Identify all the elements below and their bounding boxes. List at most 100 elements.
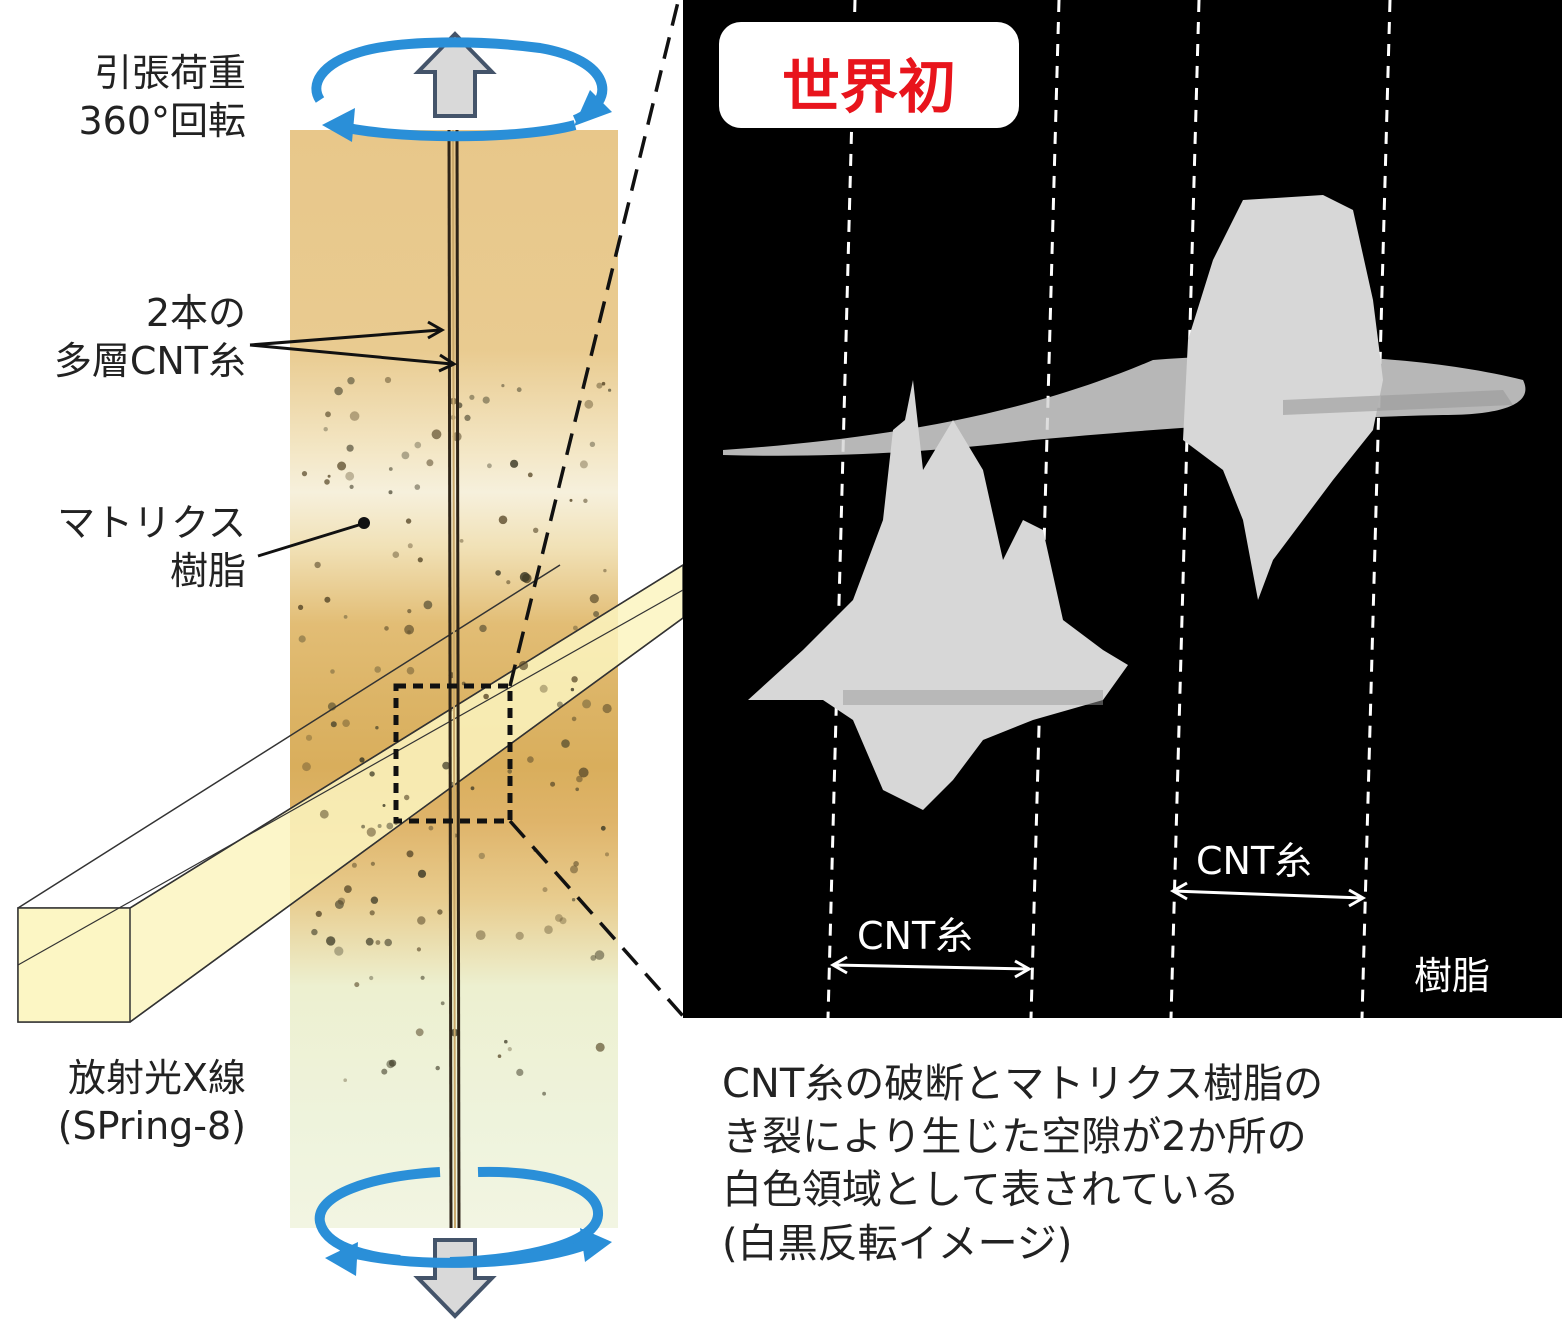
particle	[337, 461, 347, 471]
particle	[344, 885, 352, 893]
yarn-pointer	[249, 320, 458, 373]
xray-beam	[17, 563, 684, 1023]
caption-line4: (白黒反転イメージ)	[722, 1220, 1073, 1267]
particle	[324, 479, 330, 485]
particle	[516, 387, 522, 393]
badge-text: 世界初	[781, 53, 956, 121]
xray-line2: (SPring-8)	[57, 1103, 246, 1148]
load-arrow-icon	[413, 31, 497, 118]
particle	[305, 734, 313, 741]
particle	[325, 411, 331, 418]
particle	[509, 459, 519, 468]
particle	[406, 850, 414, 858]
particle	[506, 580, 511, 585]
particle	[302, 762, 311, 772]
particle	[343, 1078, 348, 1082]
particle	[319, 809, 329, 819]
particle	[345, 471, 355, 481]
yarn-label: 2本の 多層CNT糸	[54, 290, 246, 385]
particle	[589, 594, 599, 604]
particle	[559, 917, 567, 925]
particle	[589, 441, 596, 447]
particle	[428, 825, 434, 831]
particle	[417, 869, 427, 878]
particle	[349, 411, 360, 421]
particle	[298, 604, 304, 611]
particle	[479, 624, 487, 633]
particle	[415, 1028, 424, 1037]
particle	[475, 930, 486, 940]
particle	[423, 600, 433, 610]
particle	[571, 898, 576, 902]
particle	[346, 444, 354, 452]
resin-particles	[298, 376, 612, 1096]
particle	[365, 937, 374, 946]
particle	[407, 543, 413, 549]
particle	[382, 804, 386, 807]
particle	[417, 557, 423, 563]
crack-region	[723, 195, 1526, 810]
inspection-box	[393, 683, 513, 824]
rotation-arrow-icon	[311, 37, 612, 142]
particle	[507, 1047, 512, 1052]
load-line2: 360°回転	[78, 98, 246, 143]
resin-label: 樹脂	[1414, 954, 1491, 998]
particle	[354, 982, 360, 988]
particle	[374, 666, 382, 673]
particle	[575, 787, 579, 792]
crack-shadow	[843, 390, 1513, 705]
particle	[334, 386, 343, 396]
particle	[595, 1042, 605, 1052]
yarn-line1: 2本の	[145, 291, 246, 335]
load-arrow-icon	[413, 1238, 497, 1319]
particle	[370, 896, 379, 904]
particle	[478, 852, 485, 860]
particle	[527, 472, 533, 478]
particle	[569, 498, 573, 502]
particle	[527, 756, 534, 763]
particle	[366, 827, 376, 837]
particle	[406, 666, 415, 675]
cnt-yarn-label-right: CNT糸	[1196, 839, 1313, 883]
particle	[501, 384, 505, 388]
load-label: 引張荷重 360°回転	[78, 50, 246, 145]
particle	[573, 625, 578, 631]
particle	[539, 684, 548, 693]
particle	[381, 1068, 388, 1075]
particle	[497, 1054, 502, 1058]
ct-image-panel	[683, 0, 1562, 1018]
cnt-yarn-label-left: CNT糸	[857, 914, 974, 958]
particle	[578, 767, 589, 778]
particle	[414, 441, 422, 449]
particle	[533, 527, 539, 533]
particle	[576, 775, 583, 783]
particle	[542, 1091, 546, 1096]
particle	[459, 539, 464, 543]
matrix-label: マトリクス 樹脂	[57, 500, 246, 595]
particle	[571, 716, 577, 722]
particle	[326, 936, 336, 946]
particle	[544, 925, 553, 934]
particle	[361, 824, 365, 829]
particle	[315, 910, 322, 918]
particle	[519, 572, 530, 582]
caption-line2: き裂により生じた空隙が2か所の	[722, 1114, 1307, 1161]
particle	[327, 702, 337, 711]
yarn-line2: 多層CNT糸	[53, 338, 246, 383]
particle	[370, 861, 375, 866]
particle	[359, 757, 365, 763]
particle	[426, 459, 434, 467]
yarn-boundaries	[826, 0, 1392, 1018]
particle	[570, 865, 578, 874]
particle	[392, 551, 400, 558]
particle	[518, 660, 529, 671]
particle	[404, 624, 414, 635]
particle	[314, 561, 321, 569]
particle	[437, 909, 443, 915]
particle	[603, 568, 607, 573]
particle	[590, 955, 597, 961]
particle	[369, 975, 374, 981]
world-first-badge: 世界初	[719, 22, 1019, 128]
particle	[608, 388, 612, 392]
particle	[405, 518, 412, 524]
